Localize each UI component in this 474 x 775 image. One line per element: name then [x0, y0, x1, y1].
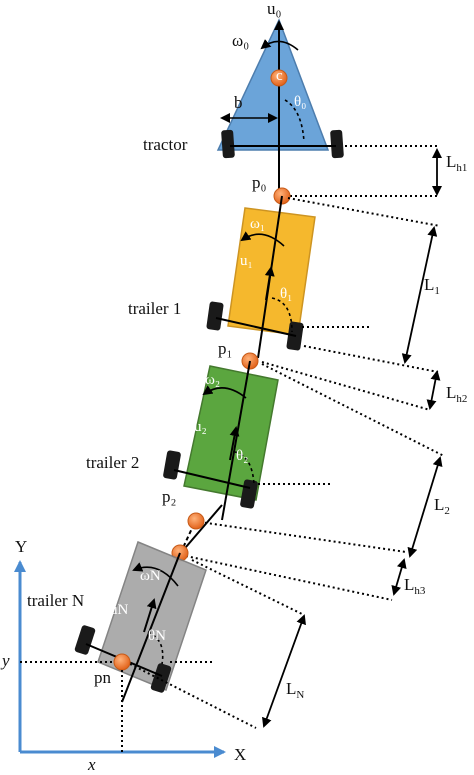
omega0-arc	[260, 39, 299, 51]
label-trailer1: trailer 1	[128, 299, 181, 318]
label-u2: u₂	[194, 419, 207, 435]
trailer1-axle	[215, 317, 297, 337]
label-lh3: Lh3	[404, 575, 426, 597]
p1-extension-b	[261, 361, 431, 411]
coordinate-frame: Y X x y	[0, 537, 246, 774]
p1-extension-a	[303, 345, 439, 373]
theta0-arc	[284, 99, 305, 143]
label-y: y	[0, 651, 10, 670]
connector-p2-chain	[179, 504, 223, 555]
trailer2-left-wheel	[163, 450, 181, 480]
label-pn: pn	[94, 668, 112, 687]
tractor-left-wheel	[221, 129, 235, 159]
label-Y: Y	[15, 537, 27, 556]
trailerN-right-wheel	[150, 663, 172, 693]
label-omega1: ω₁	[250, 216, 265, 232]
l2-dimension-arrow	[407, 456, 443, 558]
omegaN-arc	[132, 562, 179, 587]
u2-axis	[221, 360, 251, 521]
joint-intermediate-1	[187, 512, 205, 530]
tractor-group: u₀ ω₀ c b θ₀ tractor	[143, 0, 440, 195]
label-lN: LN	[286, 679, 304, 701]
label-theta2: θ₂	[236, 448, 248, 464]
lN-dimension-arrow	[262, 614, 306, 728]
label-lh2: Lh2	[446, 383, 467, 405]
label-x: x	[87, 755, 96, 774]
omega2-arc	[202, 385, 247, 399]
trailerN-top-extension	[191, 559, 303, 615]
label-thetaN: θN	[148, 628, 166, 644]
label-p1: p₁	[218, 339, 232, 358]
label-omega2: ω₂	[205, 372, 220, 388]
hitch-p2-group: p₂ Lh3	[162, 487, 426, 601]
trailerN-left-wheel	[74, 625, 96, 655]
u2-arrow	[229, 426, 240, 461]
label-p2: p₂	[162, 487, 176, 506]
label-trailerN: trailer N	[27, 591, 84, 610]
lh2-dimension-arrow	[426, 370, 441, 410]
uN-arrow	[143, 598, 157, 633]
trailerN-body	[97, 541, 207, 691]
tractor-right-wheel	[330, 129, 344, 159]
trailerN-bottom-extension	[129, 663, 257, 729]
trailer1-group: ω₁ u₁ θ₁ trailer 1 L1	[128, 195, 441, 364]
trailer1-top-extension	[287, 197, 441, 227]
trailerN-group: ωN uN θN trailer N pn LN	[27, 541, 306, 729]
label-u1: u₁	[240, 253, 253, 269]
label-b: b	[234, 93, 243, 112]
label-omegaN: ωN	[140, 568, 161, 584]
label-p0: p₀	[252, 173, 267, 192]
lh3-dimension-arrow	[391, 558, 407, 596]
trailer2-group: ω₂ u₂ θ₂ trailer 2 L2	[86, 360, 450, 558]
l1-dimension-arrow	[401, 226, 438, 364]
p2-extension-a	[199, 521, 407, 553]
label-omega0: ω₀	[232, 31, 249, 50]
label-lh1: Lh1	[446, 152, 467, 174]
joint-c	[270, 69, 288, 87]
label-tractor: tractor	[143, 135, 188, 154]
label-theta0: θ₀	[294, 94, 306, 110]
theta2-arc	[234, 451, 255, 485]
label-theta1: θ₁	[280, 286, 292, 302]
label-l2: L2	[434, 495, 450, 517]
label-u0: u₀	[267, 0, 282, 18]
p2-extension-b	[185, 555, 393, 601]
theta1-arc	[271, 297, 293, 333]
omega1-arc	[240, 231, 285, 247]
hitch-p0-group: p₀ Lh1	[252, 148, 467, 205]
trailer1-left-wheel	[206, 301, 224, 331]
label-X: X	[234, 745, 246, 764]
label-c: c	[276, 68, 283, 84]
label-trailer2: trailer 2	[86, 453, 139, 472]
u1-arrow	[264, 266, 275, 301]
label-uN: uN	[110, 602, 129, 618]
label-l1: L1	[424, 275, 440, 297]
trailer2-top-extension	[261, 363, 445, 457]
trailer2-axle	[173, 469, 251, 489]
joint-pn	[113, 653, 131, 671]
